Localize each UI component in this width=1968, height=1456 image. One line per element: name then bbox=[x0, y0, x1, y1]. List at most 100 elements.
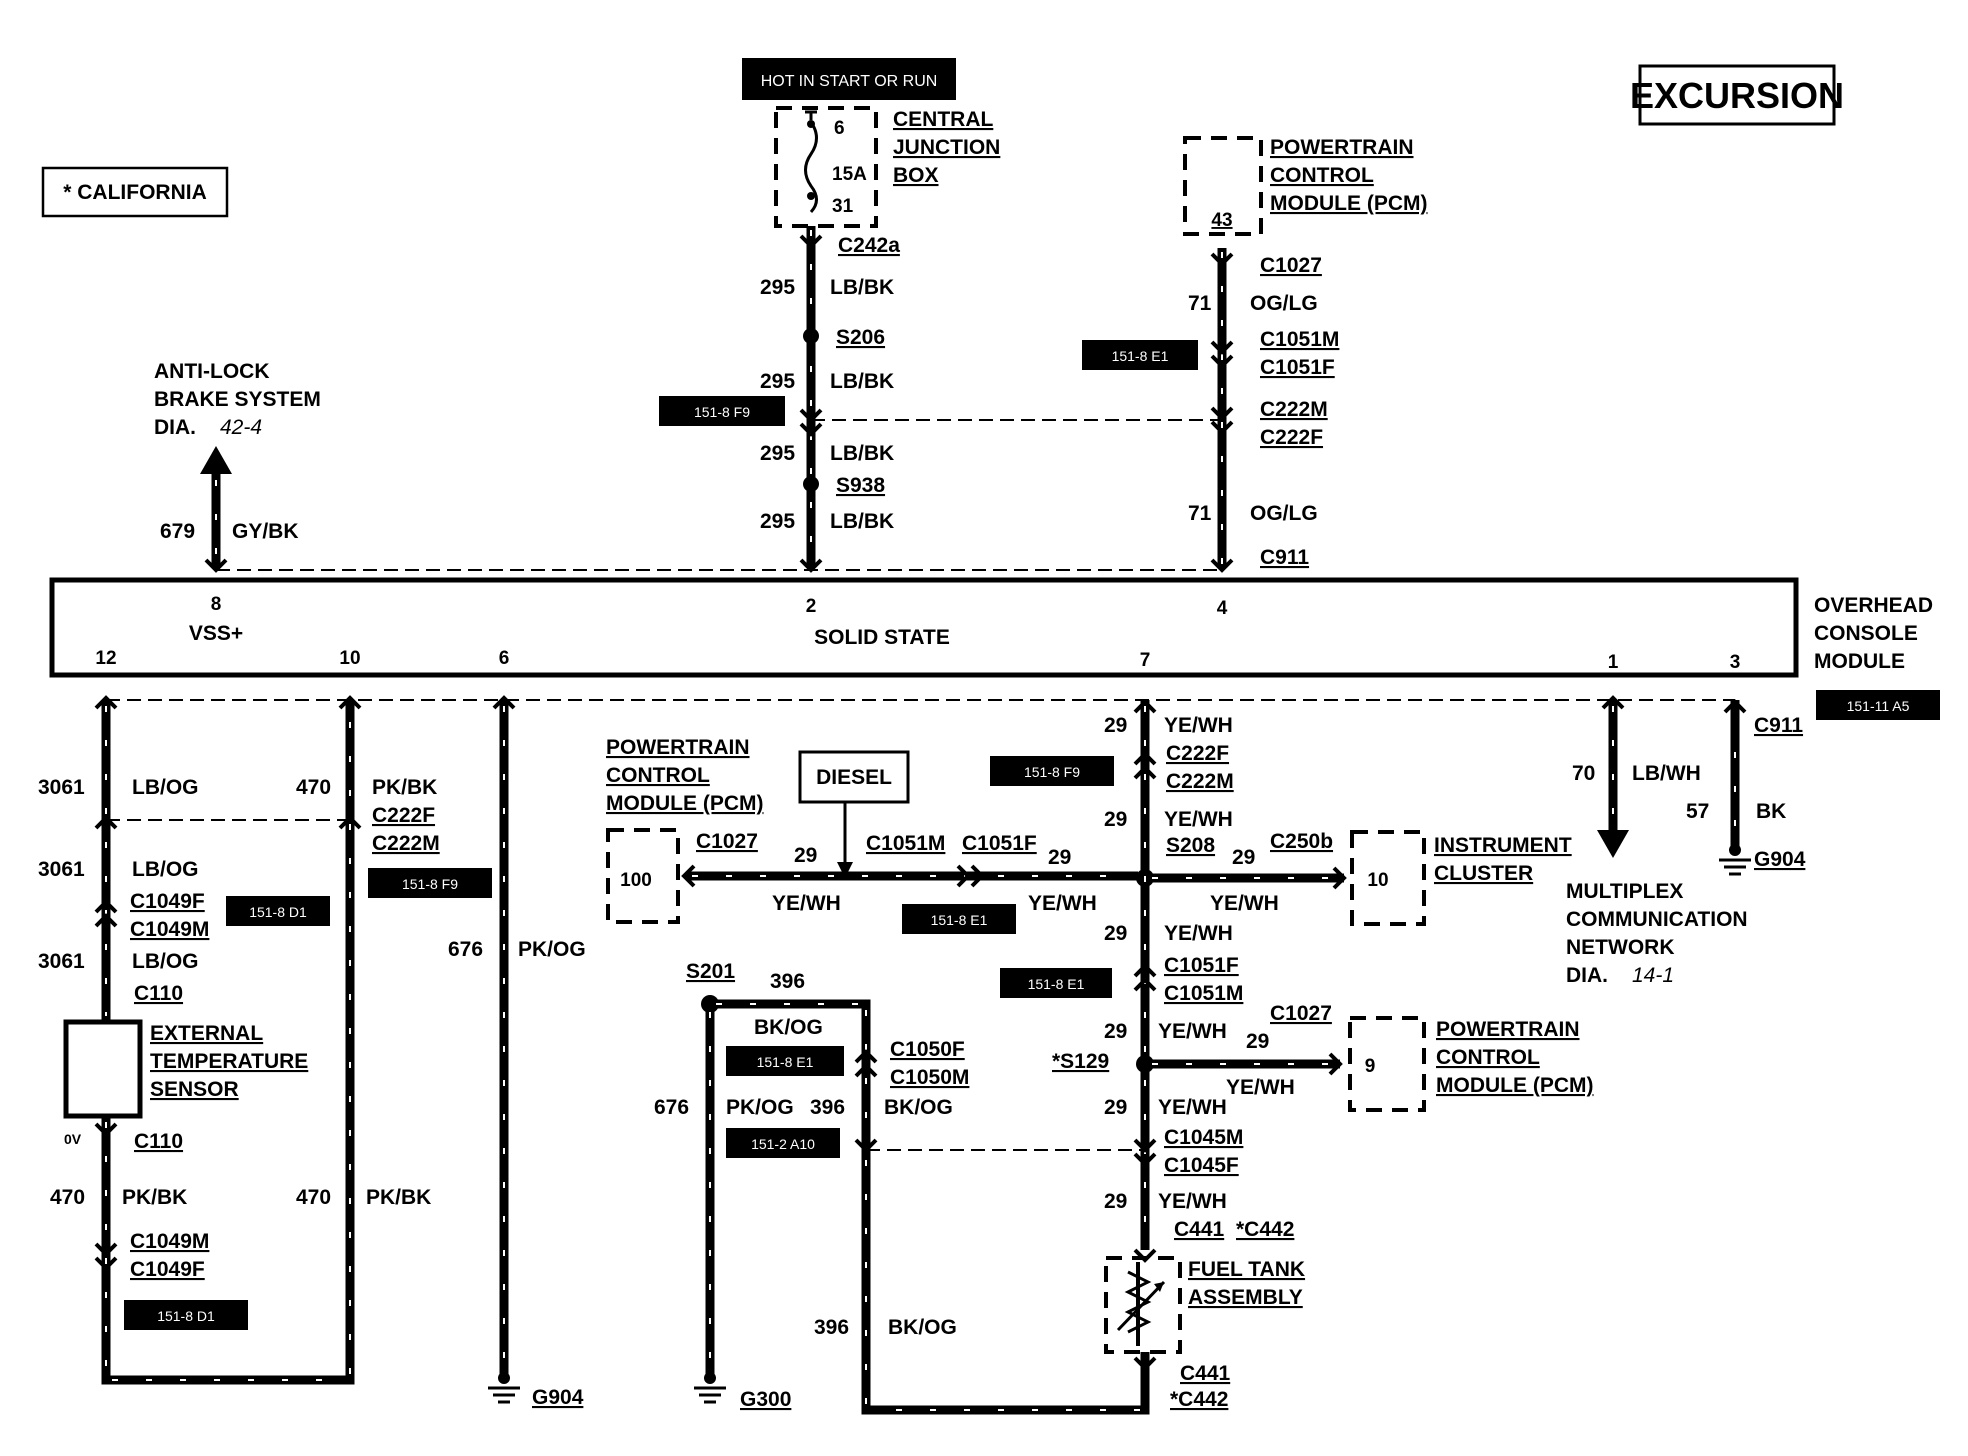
sender-resistor-icon bbox=[1124, 1270, 1152, 1334]
c295-num-1: 295 bbox=[760, 276, 795, 299]
ext-temp-name-3: SENSOR bbox=[150, 1078, 239, 1101]
circuit-470: 470 PK/BK C1049M C1049F 151-8 D1 470 PK/… bbox=[50, 695, 492, 1385]
ground-icon bbox=[1719, 844, 1751, 876]
pcm-top-pin: 43 bbox=[1211, 210, 1232, 231]
cjb-name-2: JUNCTION bbox=[893, 136, 1000, 159]
c396-color-1: BK/OG bbox=[754, 1016, 823, 1039]
c470-num-3: 470 bbox=[296, 776, 331, 799]
c470-color-2: PK/BK bbox=[366, 1186, 431, 1209]
c29-color-v5: YE/WH bbox=[1158, 1096, 1227, 1119]
c1049m-label-1: C1049M bbox=[130, 918, 209, 941]
c396-num-1: 396 bbox=[770, 970, 805, 993]
c3061-num-1: 3061 bbox=[38, 776, 85, 799]
c29-num-v4: 29 bbox=[1104, 1020, 1127, 1043]
c29-color-h1: YE/WH bbox=[772, 892, 841, 915]
c29-color-v1: YE/WH bbox=[1164, 714, 1233, 737]
multiplex-network: MULTIPLEX COMMUNICATION NETWORK DIA. 14-… bbox=[1566, 880, 1748, 987]
pcm-top-name-3: MODULE (PCM) bbox=[1270, 192, 1427, 215]
fuel-tank-name-1: FUEL TANK bbox=[1188, 1258, 1305, 1281]
pin-8: 8 bbox=[211, 594, 222, 615]
cjb-fuse-rating: 15A bbox=[832, 164, 867, 185]
pcm-low-name-2: CONTROL bbox=[1436, 1046, 1540, 1069]
cjb-name-3: BOX bbox=[893, 164, 939, 187]
vss-plus-label: VSS+ bbox=[189, 622, 243, 645]
c71-conn3b: C222F bbox=[1260, 426, 1323, 449]
c470-color-3: PK/BK bbox=[372, 776, 437, 799]
c441-label-1: C441 bbox=[1174, 1218, 1225, 1241]
g904-label-1: G904 bbox=[532, 1386, 584, 1409]
s206-label: S206 bbox=[836, 326, 885, 349]
c470-ref: 151-8 F9 bbox=[402, 876, 458, 892]
c29-c222m: C222M bbox=[1166, 770, 1234, 793]
c29-c222f: C222F bbox=[1166, 742, 1229, 765]
c29-color-h3: YE/WH bbox=[1210, 892, 1279, 915]
diesel-callout: DIESEL bbox=[798, 750, 910, 878]
california-note: * CALIFORNIA bbox=[41, 166, 229, 218]
c676b-num: 676 bbox=[654, 1096, 689, 1119]
ground-icon bbox=[488, 1372, 520, 1404]
inst-cluster-name-1: INSTRUMENT bbox=[1434, 834, 1572, 857]
c29-color-h4: YE/WH bbox=[1226, 1076, 1295, 1099]
pcm-mid-pin: 100 bbox=[620, 870, 652, 891]
c250b-label: C250b bbox=[1270, 830, 1333, 853]
overhead-console-module: SOLID STATE VSS+ 8 2 4 12 10 6 7 1 3 OVE… bbox=[49, 577, 1940, 720]
c441-label-2: C441 bbox=[1180, 1362, 1231, 1385]
circuit-679: 679 GY/BK bbox=[160, 446, 299, 573]
instrument-cluster: 10 INSTRUMENT CLUSTER bbox=[1350, 830, 1572, 926]
diagram-title: EXCURSION bbox=[1630, 75, 1844, 116]
fuel-tank-name-2: ASSEMBLY bbox=[1188, 1286, 1303, 1309]
c295-color-2: LB/BK bbox=[830, 370, 894, 393]
c71-conn3a: C222M bbox=[1260, 398, 1328, 421]
c396-color-3: BK/OG bbox=[888, 1316, 957, 1339]
overhead-name-2: CONSOLE bbox=[1814, 622, 1918, 645]
circuit-29-horizontal-left: 29 YE/WH C1051M C1051F 29 YE/WH 151-8 E1 bbox=[681, 832, 1154, 934]
c29-num-v5: 29 bbox=[1104, 1096, 1127, 1119]
c71-conn2b: C1051F bbox=[1260, 356, 1335, 379]
s208-label: S208 bbox=[1166, 834, 1215, 857]
s201-label: S201 bbox=[686, 960, 735, 983]
c470-color-1: PK/BK bbox=[122, 1186, 187, 1209]
c295-num-4: 295 bbox=[760, 510, 795, 533]
c71-conn4: C911 bbox=[1260, 546, 1309, 569]
c470-num-1: 470 bbox=[50, 1186, 85, 1209]
anti-lock-brake-system: ANTI-LOCK BRAKE SYSTEM DIA. 42-4 bbox=[154, 360, 321, 439]
external-temperature-sensor: EXTERNAL TEMPERATURE SENSOR 0V C110 bbox=[63, 1019, 308, 1153]
circuit-3061: 3061 LB/OG 3061 LB/OG C1049F C1049M 151-… bbox=[38, 695, 350, 1020]
overhead-name-3: MODULE bbox=[1814, 650, 1905, 673]
circuit-676-g300: 676 PK/OG G300 bbox=[654, 1004, 794, 1411]
c29-num-v2: 29 bbox=[1104, 808, 1127, 831]
pcm-mid-name-2: CONTROL bbox=[606, 764, 710, 787]
c70-num: 70 bbox=[1572, 762, 1595, 785]
circuit-295: C242a 295 LB/BK S206 295 LB/BK 151-8 F9 … bbox=[659, 226, 900, 573]
pin-7: 7 bbox=[1140, 650, 1151, 671]
central-junction-box: HOT IN START OR RUN 6 15A 31 CENTRAL JUN… bbox=[742, 58, 1000, 228]
pcm-low-name-3: MODULE (PCM) bbox=[1436, 1074, 1593, 1097]
solid-state-label: SOLID STATE bbox=[814, 626, 950, 649]
multiplex-line-1: MULTIPLEX bbox=[1566, 880, 1683, 903]
c396-num-3: 396 bbox=[814, 1316, 849, 1339]
c676-num: 676 bbox=[448, 938, 483, 961]
inst-cluster-pin: 10 bbox=[1367, 870, 1388, 891]
c29-c1051m: C1051M bbox=[1164, 982, 1243, 1005]
fuse-icon bbox=[804, 121, 818, 214]
c911-label-2: C911 bbox=[1754, 714, 1803, 737]
cjb-pin-top: 6 bbox=[834, 118, 845, 139]
circuit-29-horizontal-right: S208 29 C250b YE/WH bbox=[1145, 830, 1347, 915]
pin-2: 2 bbox=[806, 596, 817, 617]
c29-color-v6: YE/WH bbox=[1158, 1190, 1227, 1213]
circuit-70: 70 LB/WH bbox=[1572, 695, 1701, 858]
c71-num-1: 71 bbox=[1188, 292, 1212, 315]
c1049f-label-1: C1049F bbox=[130, 890, 205, 913]
ext-temp-ref: 151-8 D1 bbox=[157, 1308, 215, 1324]
california-note-text: * CALIFORNIA bbox=[63, 181, 207, 204]
s129-label: *S129 bbox=[1052, 1050, 1109, 1073]
c1049f-label-2: C1049F bbox=[130, 1258, 205, 1281]
pcm-low-name-1: POWERTRAIN bbox=[1436, 1018, 1580, 1041]
c396-ref-e1: 151-8 E1 bbox=[757, 1054, 814, 1070]
ext-temp-name-1: EXTERNAL bbox=[150, 1022, 263, 1045]
c29-color-h2: YE/WH bbox=[1028, 892, 1097, 915]
c29-num-h3: 29 bbox=[1232, 846, 1255, 869]
c29-ref-e1b: 151-8 E1 bbox=[1028, 976, 1085, 992]
circuit-396: S201 396 BK/OG 151-8 E1 C1050F C1050M 39… bbox=[686, 960, 969, 1158]
anti-lock-line-3: DIA. bbox=[154, 416, 196, 439]
